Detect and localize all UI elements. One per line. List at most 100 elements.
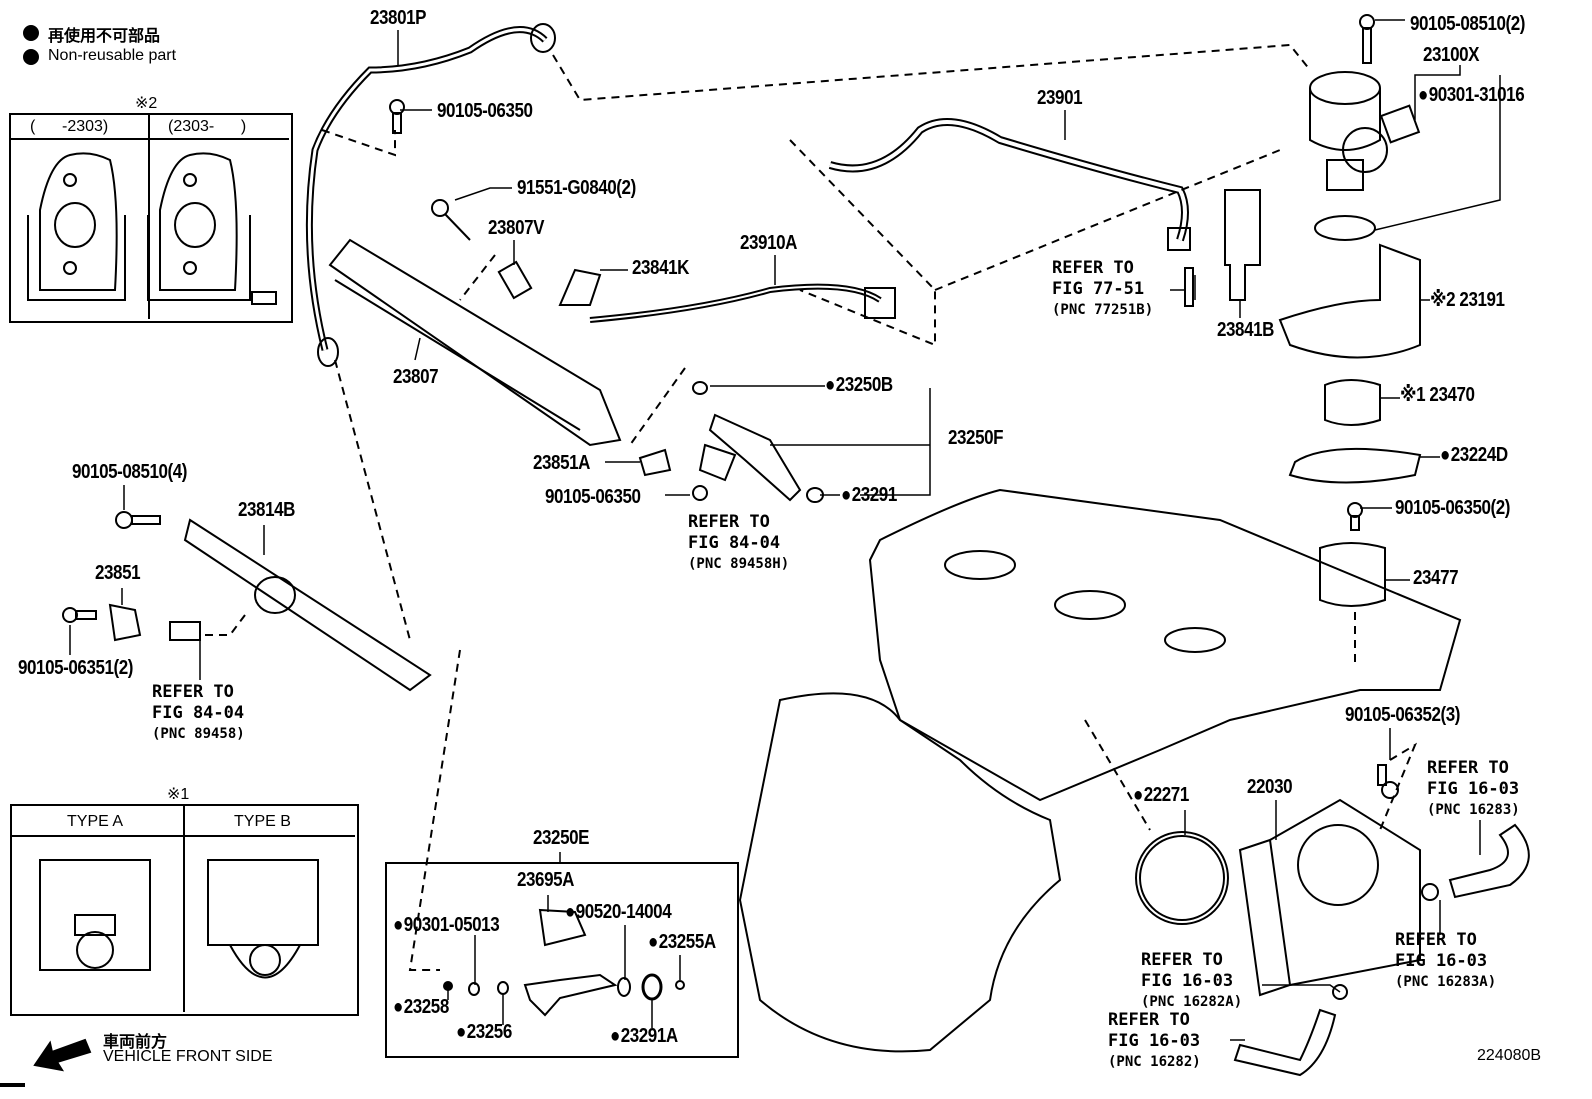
refer-fig: FIG 84-04 bbox=[152, 703, 245, 723]
refer-fig: FIG 77-51 bbox=[1052, 279, 1145, 299]
refer-pnc: (PNC 16283A) bbox=[1395, 974, 1497, 990]
part-90105-06350[interactable]: 90105-06350 bbox=[437, 100, 533, 122]
bolt-icon bbox=[62, 607, 97, 623]
part-23477[interactable]: 23477 bbox=[1413, 567, 1459, 589]
part-90105-06351-2[interactable]: 90105-06351(2) bbox=[18, 657, 134, 679]
bracket-23841K bbox=[558, 268, 602, 306]
part-23224D[interactable]: 23224D bbox=[1440, 445, 1508, 465]
legend-jp: 再使用不可部品 bbox=[48, 28, 161, 45]
refer-pnc: (PNC 16283) bbox=[1427, 802, 1520, 818]
part-23695A[interactable]: 23695A bbox=[517, 869, 575, 891]
refer-line: REFER TO bbox=[1052, 258, 1134, 278]
gasket-col-b: (2303- ) bbox=[168, 118, 247, 135]
part-23191[interactable]: ※2 23191 bbox=[1430, 289, 1505, 311]
part-90520-14004[interactable]: 90520-14004 bbox=[565, 902, 672, 922]
part-23841B[interactable]: 23841B bbox=[1217, 319, 1275, 341]
type-box-mark: ※1 bbox=[167, 786, 190, 803]
refer-pnc: (PNC 89458) bbox=[152, 726, 245, 742]
part-22271[interactable]: 22271 bbox=[1133, 785, 1190, 805]
refer-pnc: (PNC 89458H) bbox=[688, 556, 790, 572]
part-23841K[interactable]: 23841K bbox=[632, 257, 690, 279]
part-23851A[interactable]: 23851A bbox=[533, 452, 591, 474]
bolt-icon bbox=[389, 99, 405, 134]
part-23910A[interactable]: 23910A bbox=[740, 232, 798, 254]
type-b-label: TYPE B bbox=[234, 813, 291, 830]
legend-en: Non-reusable part bbox=[48, 47, 177, 64]
part-23100X[interactable]: 23100X bbox=[1423, 44, 1480, 66]
part-90105-08510-2[interactable]: 90105-08510(2) bbox=[1410, 13, 1526, 35]
refer-fig: FIG 16-03 bbox=[1141, 971, 1234, 991]
part-90301-31016[interactable]: 90301-31016 bbox=[1418, 85, 1525, 105]
part-23258[interactable]: 23258 bbox=[393, 997, 450, 1017]
part-23250E[interactable]: 23250E bbox=[533, 827, 590, 849]
refer-line: REFER TO bbox=[688, 512, 770, 532]
refer-fig: FIG 16-03 bbox=[1427, 779, 1520, 799]
refer-fig: FIG 16-03 bbox=[1395, 951, 1488, 971]
throttle-body-22030 bbox=[1238, 798, 1421, 997]
part-23291[interactable]: 23291 bbox=[841, 485, 898, 505]
part-90301-05013[interactable]: 90301-05013 bbox=[393, 915, 500, 935]
part-22030[interactable]: 22030 bbox=[1247, 776, 1293, 798]
pipe-23801P bbox=[305, 26, 548, 351]
vehicle-front-en: VEHICLE FRONT SIDE bbox=[103, 1048, 273, 1065]
refer-line: REFER TO bbox=[1141, 950, 1223, 970]
gasket-old-drawing bbox=[27, 152, 126, 301]
refer-line: REFER TO bbox=[152, 682, 234, 702]
refer-fig: FIG 84-04 bbox=[688, 533, 781, 553]
part-23250B[interactable]: 23250B bbox=[825, 375, 893, 395]
part-90105-06352-3[interactable]: 90105-06352(3) bbox=[1345, 704, 1461, 726]
refer-line: REFER TO bbox=[1108, 1010, 1190, 1030]
divider bbox=[148, 113, 150, 319]
part-90105-08510-4[interactable]: 90105-08510(4) bbox=[72, 461, 188, 483]
gasket-box-mark: ※2 bbox=[135, 95, 158, 112]
part-23807[interactable]: 23807 bbox=[393, 366, 439, 388]
part-23901[interactable]: 23901 bbox=[1037, 87, 1083, 109]
injector-kit-box bbox=[385, 862, 739, 1058]
part-23250F[interactable]: 23250F bbox=[948, 427, 1004, 449]
part-23291A[interactable]: 23291A bbox=[610, 1026, 678, 1046]
part-23851[interactable]: 23851 bbox=[95, 562, 141, 584]
bolt-icon bbox=[692, 485, 708, 501]
bolt-icon bbox=[1347, 502, 1363, 531]
gasket-variant-box bbox=[9, 113, 293, 323]
divider bbox=[9, 138, 289, 140]
divider bbox=[10, 835, 355, 837]
refer-pnc: (PNC 77251B) bbox=[1052, 302, 1154, 318]
fuel-pump-23100X bbox=[1309, 71, 1421, 241]
gasket-col-a: ( -2303) bbox=[30, 118, 109, 135]
non-reusable-bullet-icon bbox=[23, 25, 39, 41]
part-23801P[interactable]: 23801P bbox=[370, 7, 427, 29]
part-23255A[interactable]: 23255A bbox=[648, 932, 716, 952]
refer-pnc: (PNC 16282A) bbox=[1141, 994, 1243, 1010]
refer-pnc: (PNC 16282) bbox=[1108, 1054, 1201, 1070]
divider bbox=[183, 804, 185, 1012]
fuel-rail-23807 bbox=[328, 238, 622, 447]
refer-fig: FIG 16-03 bbox=[1108, 1031, 1201, 1051]
part-23814B[interactable]: 23814B bbox=[238, 499, 296, 521]
part-23807V[interactable]: 23807V bbox=[488, 217, 545, 239]
type-a-label: TYPE A bbox=[67, 813, 124, 830]
part-23256[interactable]: 23256 bbox=[456, 1022, 513, 1042]
vehicle-front-jp: 車両前方 bbox=[103, 1034, 168, 1051]
bolt-icon bbox=[1377, 764, 1399, 799]
bolt-icon bbox=[431, 199, 471, 241]
injector-drawing bbox=[708, 413, 802, 502]
non-reusable-bullet-icon bbox=[23, 49, 39, 65]
part-90105-06350-2[interactable]: 90105-06350(2) bbox=[1395, 497, 1511, 519]
part-90105-06350-b[interactable]: 90105-06350 bbox=[545, 486, 641, 508]
engine-drawing bbox=[868, 488, 1462, 802]
bolt-icon bbox=[1359, 14, 1375, 64]
bolt-icon bbox=[115, 511, 161, 529]
gasket-new-drawing bbox=[147, 152, 277, 305]
part-91551-G0840[interactable]: 91551-G0840(2) bbox=[517, 177, 636, 199]
part-23470[interactable]: ※1 23470 bbox=[1400, 384, 1475, 406]
figure-id: 224080B bbox=[1477, 1047, 1542, 1064]
